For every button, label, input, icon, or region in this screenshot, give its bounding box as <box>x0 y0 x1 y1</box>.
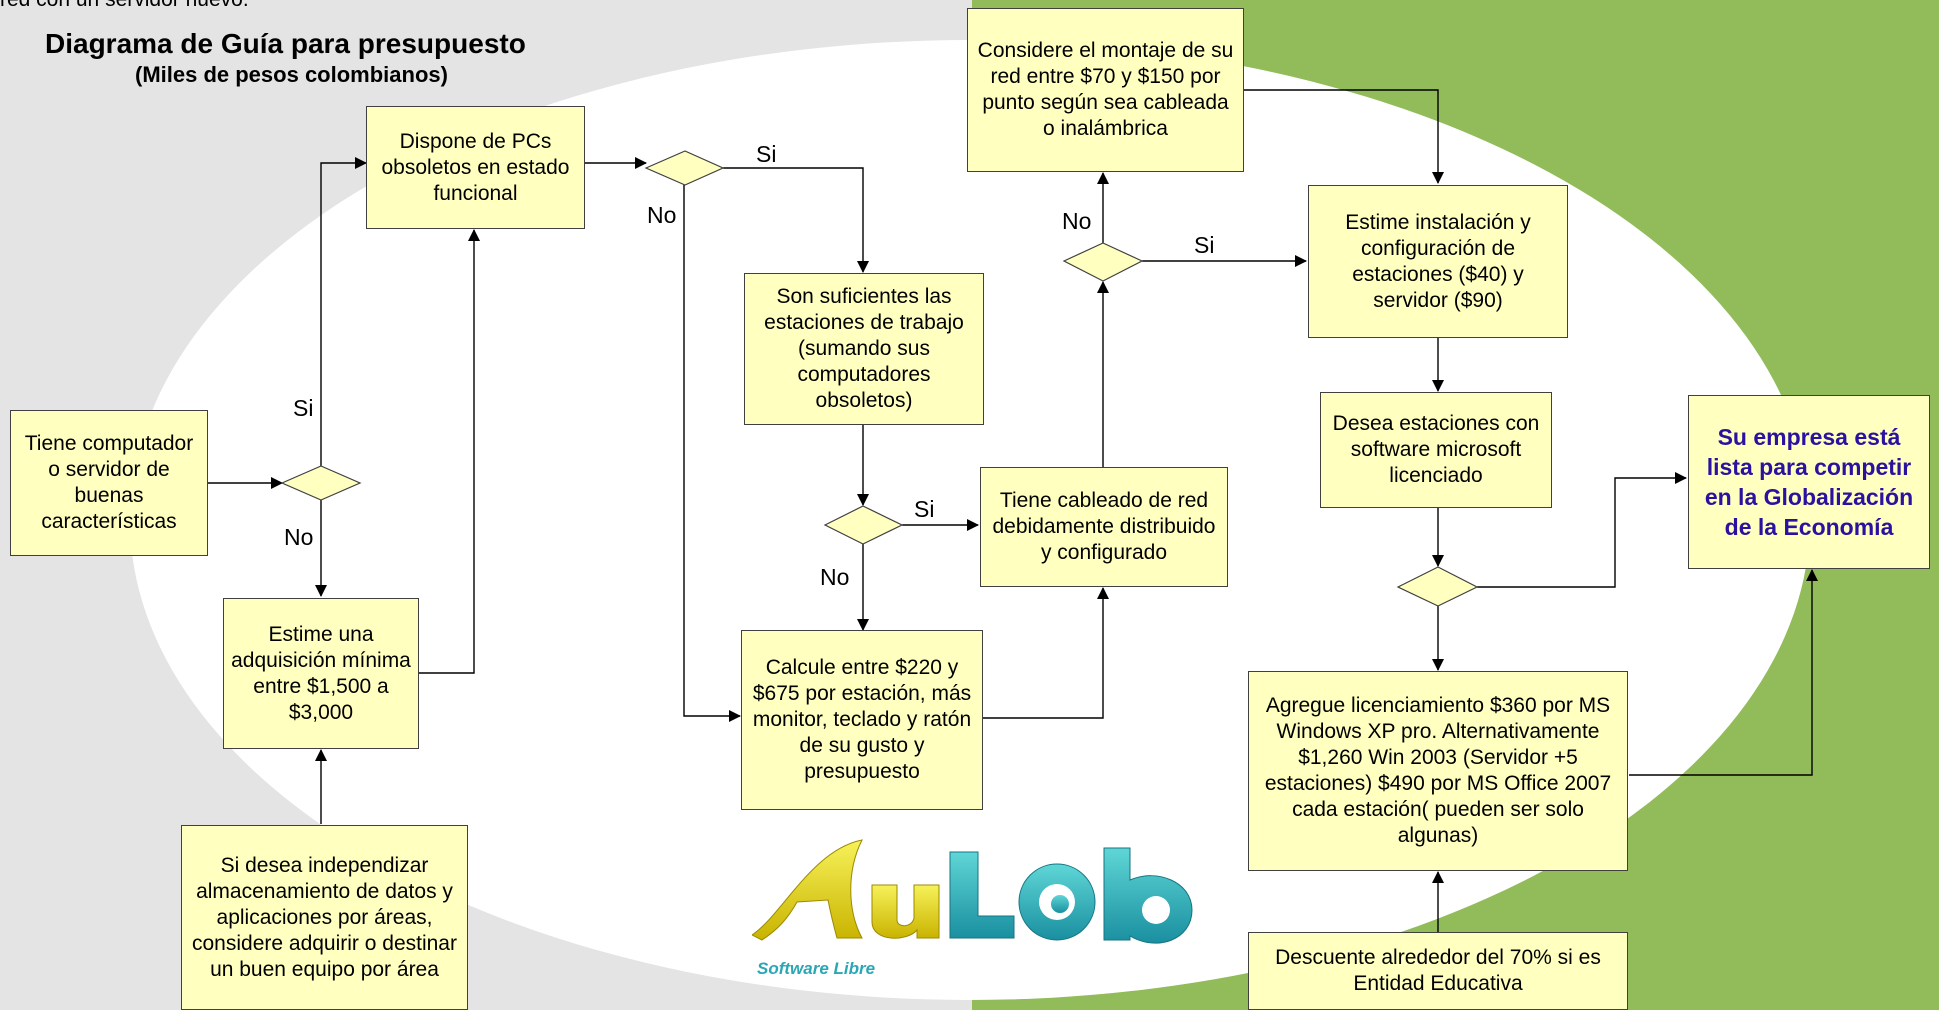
node-final: Su empresa está lista para competir en l… <box>1688 395 1930 569</box>
node-dispone-pcs: Dispone de PCs obsoletos en estado funci… <box>366 106 585 229</box>
aulab-logo: Software Libre <box>752 839 1193 978</box>
node-licenciamiento: Agregue licenciamiento $360 por MS Windo… <box>1248 671 1628 871</box>
node-estime-adquisicion: Estime una adquisición mínima entre $1,5… <box>223 598 419 749</box>
label-d3-si: Si <box>914 496 935 522</box>
edge-d2-si <box>723 167 869 273</box>
top-note: red con un servidor nuevo. <box>0 0 249 12</box>
node-instalacion: Estime instalación y configuración de es… <box>1308 185 1568 338</box>
decision-diamond-1 <box>280 465 362 501</box>
label-d4-si: Si <box>1194 232 1215 258</box>
node-descuente: Descuente alrededor del 70% si es Entida… <box>1248 932 1628 1010</box>
node-software: Desea estaciones con software microsoft … <box>1320 392 1552 508</box>
node-tiene-computador: Tiene computador o servidor de buenas ca… <box>10 410 208 556</box>
logo-letter-a <box>752 839 863 941</box>
edge-d1-si <box>320 157 367 467</box>
edge-d2-no <box>683 184 741 722</box>
edge-calcule-cableado <box>983 587 1109 719</box>
diagram-subtitle: (Miles de pesos colombianos) <box>135 62 448 87</box>
label-d1-no: No <box>284 524 314 550</box>
diagram-title: Diagrama de Guía para presupuesto <box>45 28 526 59</box>
edge-d5-final <box>1477 472 1687 588</box>
logo-letter-b <box>1103 847 1193 944</box>
decision-diamond-5 <box>1396 566 1479 607</box>
decision-diamond-3 <box>823 505 904 545</box>
logo-tagline: Software Libre <box>757 959 875 978</box>
node-independizar: Si desea independizar almacenamiento de … <box>181 825 468 1010</box>
edge-licenciamiento-final <box>1629 569 1818 776</box>
label-d4-no: No <box>1062 208 1092 234</box>
label-d1-si: Si <box>293 395 314 421</box>
label-d2-si: Si <box>756 141 777 167</box>
node-cableado: Tiene cableado de red debidamente distri… <box>980 467 1228 587</box>
label-d3-no: No <box>820 564 850 590</box>
edge-montaje-instalacion <box>1244 89 1444 184</box>
logo-letter-l <box>949 851 1015 939</box>
edge-adquisicion-dispone <box>417 229 480 674</box>
node-calcule: Calcule entre $220 y $675 por estación, … <box>741 630 983 810</box>
decision-diamond-2 <box>644 150 725 186</box>
node-montaje: Considere el montaje de su red entre $70… <box>967 8 1244 172</box>
node-suficientes: Son suficientes las estaciones de trabaj… <box>744 273 984 425</box>
label-d2-no: No <box>647 202 677 228</box>
logo-letter-u <box>871 884 940 939</box>
decision-diamond-4 <box>1062 242 1144 282</box>
